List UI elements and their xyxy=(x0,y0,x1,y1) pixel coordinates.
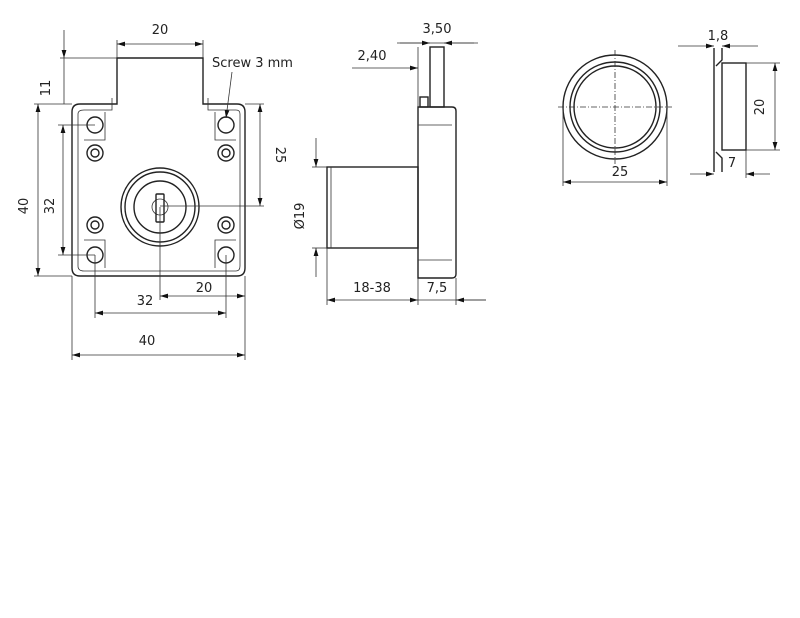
dim-tab-width: 3,50 xyxy=(423,22,452,37)
dim-width-outer: 40 xyxy=(139,334,156,349)
rosette-side: 1,8 20 7 xyxy=(678,29,780,178)
dim-hole-spacing-vertical: 32 xyxy=(43,198,58,215)
dim-rosette-depth: 7 xyxy=(728,156,736,171)
dim-cylinder-diameter: Ø19 xyxy=(293,203,308,230)
dim-hole-spacing-horizontal: 32 xyxy=(137,294,154,309)
side-view: 3,50 2,40 Ø19 18-38 7,5 xyxy=(293,22,486,305)
dim-height-outer: 40 xyxy=(17,198,32,215)
dim-top-width: 20 xyxy=(152,23,169,38)
front-view: 20 11 Screw 3 mm 40 32 25 20 32 40 xyxy=(17,23,293,360)
dim-cylinder-length: 18-38 xyxy=(353,281,391,296)
dim-tab-offset: 2,40 xyxy=(358,49,387,64)
screw-note: Screw 3 mm xyxy=(212,56,293,71)
rosette-front: 25 xyxy=(558,50,672,186)
lock-body-outline xyxy=(71,57,246,277)
dim-rosette-diameter: 25 xyxy=(612,165,629,180)
screw-holes xyxy=(86,116,235,264)
dim-key-offset-vertical: 25 xyxy=(272,147,287,164)
dim-rosette-inner-diameter: 20 xyxy=(753,99,768,116)
dim-key-offset-horizontal: 20 xyxy=(196,281,213,296)
dim-top-height: 11 xyxy=(39,80,54,97)
dim-plate-depth: 7,5 xyxy=(427,281,448,296)
dim-rosette-flange: 1,8 xyxy=(708,29,729,44)
